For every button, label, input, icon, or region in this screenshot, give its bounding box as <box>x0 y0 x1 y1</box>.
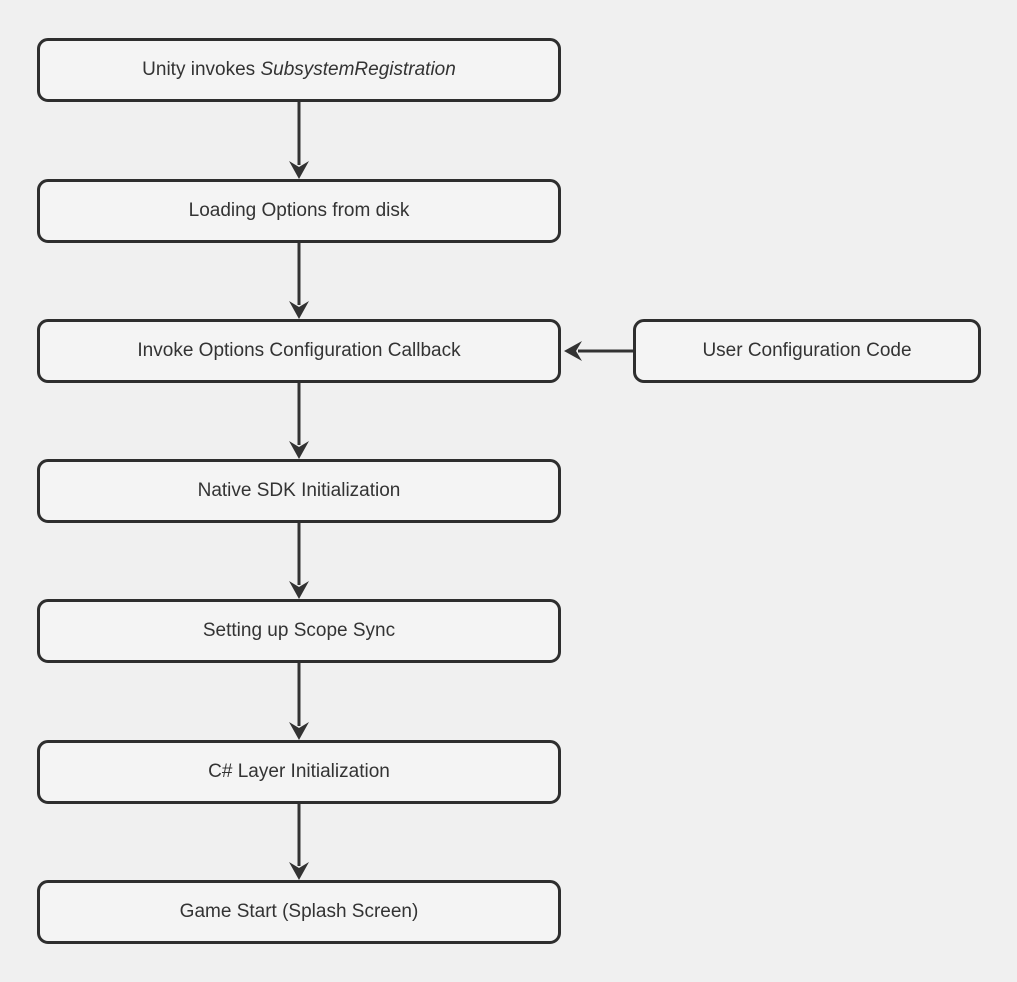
edge-loading-to-callback-arrowhead-icon <box>289 301 309 319</box>
node-native-sdk-initialization: Native SDK Initialization <box>37 459 561 523</box>
edge-callback-to-nativesdk-arrowhead-icon <box>289 441 309 459</box>
node-setting-up-scope-sync: Setting up Scope Sync <box>37 599 561 663</box>
node-invoke-options-configuration-callback: Invoke Options Configuration Callback <box>37 319 561 383</box>
edge-scopesync-to-csharp-arrowhead-icon <box>289 722 309 740</box>
node-label: Unity invokes SubsystemRegistration <box>142 58 456 80</box>
node-game-start-splash-screen: Game Start (Splash Screen) <box>37 880 561 944</box>
node-loading-options-from-disk: Loading Options from disk <box>37 179 561 243</box>
node-label: Game Start (Splash Screen) <box>179 900 419 922</box>
node-label: Loading Options from disk <box>188 199 410 221</box>
node-unity-invokes-subsystemregistration: Unity invokes SubsystemRegistration <box>37 38 561 102</box>
node-label: Native SDK Initialization <box>197 479 401 501</box>
node-label: C# Layer Initialization <box>208 760 390 782</box>
node-label: User Configuration Code <box>702 339 912 361</box>
edge-csharp-to-gamestart-arrowhead-icon <box>289 862 309 880</box>
node-label: Setting up Scope Sync <box>202 619 396 641</box>
node-user-configuration-code: User Configuration Code <box>633 319 981 383</box>
node-label: Invoke Options Configuration Callback <box>137 339 461 361</box>
edge-nativesdk-to-scopesync-arrowhead-icon <box>289 581 309 599</box>
edge-userconfig-to-callback-arrowhead-icon <box>564 341 582 361</box>
node-csharp-layer-initialization: C# Layer Initialization <box>37 740 561 804</box>
edge-unity-to-loading-arrowhead-icon <box>289 161 309 179</box>
